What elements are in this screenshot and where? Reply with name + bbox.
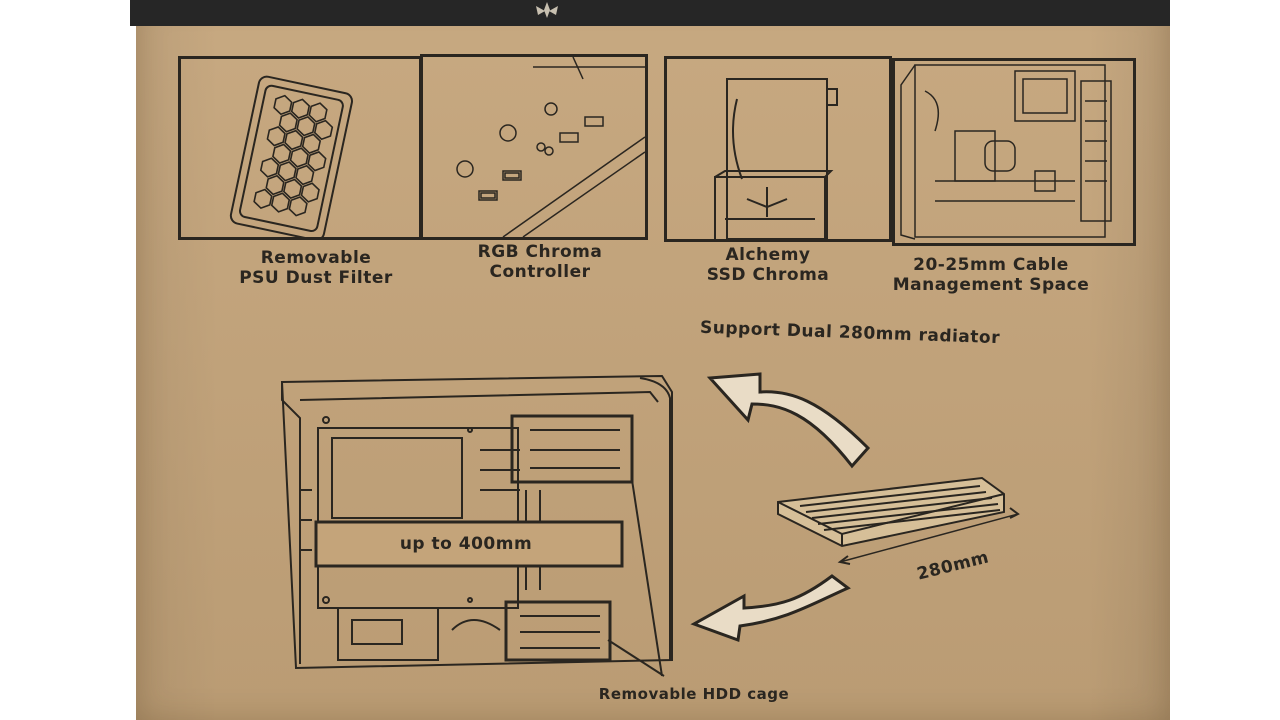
arrow-up-left-icon xyxy=(706,372,871,469)
ssd-bracket-illustration xyxy=(714,78,838,239)
ssd-chroma-panel xyxy=(664,56,892,242)
gpu-length-text: up to 400mm xyxy=(399,534,533,554)
gpu-length-band xyxy=(314,520,624,568)
feature-label-line2: PSU Dust Filter xyxy=(239,268,393,288)
box-top-band xyxy=(130,0,1170,26)
feature-label-psu-filter: Removable PSU Dust Filter xyxy=(216,248,416,288)
cable-space-illustration xyxy=(900,64,1112,240)
feature-label-rgb-controller: RGB Chroma Controller xyxy=(440,242,640,282)
feature-label-line2: Controller xyxy=(489,262,591,282)
hdd-cage-text: Removable HDD cage xyxy=(598,685,790,703)
brand-logo-icon xyxy=(536,2,558,18)
cable-management-panel xyxy=(892,58,1136,246)
feature-label-line1: 20-25mm Cable xyxy=(913,255,1069,275)
feature-label-line1: RGB Chroma xyxy=(477,242,603,262)
feature-label-line1: Alchemy xyxy=(725,245,811,265)
feature-label-line2: SSD Chroma xyxy=(706,265,830,285)
dust-filter-illustration xyxy=(229,75,353,237)
feature-label-ssd-chroma: Alchemy SSD Chroma xyxy=(668,245,868,285)
feature-label-line2: Management Space xyxy=(892,275,1090,295)
arrow-down-left-icon xyxy=(690,574,851,643)
feature-label-line1: Removable xyxy=(260,248,372,268)
feature-label-cable-space: 20-25mm Cable Management Space xyxy=(876,255,1106,295)
rgb-controller-panel xyxy=(420,54,648,240)
rgb-controller-illustration xyxy=(456,57,645,237)
radiator-illustration xyxy=(777,476,1020,565)
cardboard-box xyxy=(136,0,1170,720)
